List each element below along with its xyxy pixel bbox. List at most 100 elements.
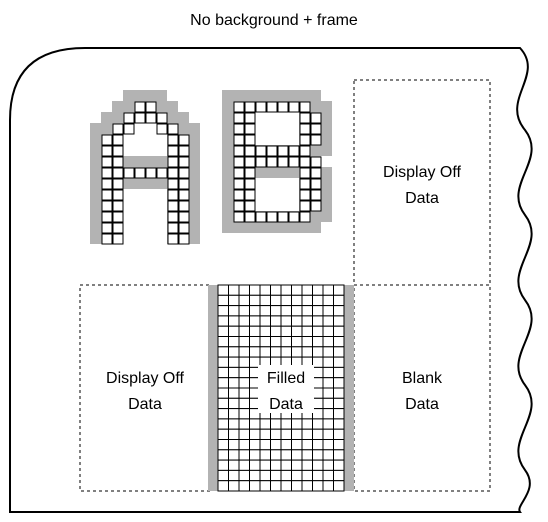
- filled-grid-cell: [238, 377, 250, 389]
- glyph-pixel-cell: [233, 101, 245, 113]
- glyph-shade-cell: [123, 156, 134, 167]
- filled-grid-cell: [270, 294, 282, 307]
- filled-grid-cell: [217, 469, 229, 482]
- glyph-shade-cell: [189, 200, 200, 211]
- filled-grid-cell: [301, 428, 313, 441]
- glyph-shade-cell: [244, 222, 255, 233]
- svg-text:Blank: Blank: [402, 370, 443, 387]
- glyph-pixel-cell: [288, 211, 300, 223]
- filled-grid-cell: [238, 397, 250, 410]
- filled-grid-cell: [259, 305, 271, 317]
- glyph-pixel-cell: [244, 156, 256, 168]
- filled-grid-cell: [291, 480, 303, 492]
- filled-grid-cell: [228, 315, 240, 327]
- filled-grid-cell: [301, 480, 313, 492]
- glyph-pixel-cell: [299, 167, 311, 179]
- glyph-pixel-cell: [244, 178, 256, 190]
- glyph-pixel-cell: [112, 145, 124, 157]
- filled-grid-cell: [291, 284, 303, 296]
- filled-grid-cell: [270, 449, 282, 461]
- filled-grid-cell: [322, 366, 334, 379]
- glyph-pixel-cell: [288, 156, 300, 168]
- filled-grid-cell: [249, 325, 261, 338]
- filled-grid-cell: [333, 366, 345, 379]
- filled-grid-cell: [228, 469, 240, 482]
- filled-grid-cell: [280, 336, 292, 348]
- filled-grid-cell: [312, 346, 324, 358]
- filled-grid-cell: [249, 428, 261, 441]
- filled-grid-cell: [322, 439, 334, 451]
- filled-grid-cell: [291, 294, 303, 307]
- filled-grid-cell: [312, 315, 324, 327]
- filled-column-right-edge: [344, 285, 354, 491]
- filled-grid-cell: [301, 469, 313, 482]
- glyph-shade-cell: [244, 90, 255, 101]
- svg-text:Filled: Filled: [267, 370, 305, 387]
- glyph-pixel-cell: [167, 178, 179, 190]
- filled-grid-cell: [291, 325, 303, 338]
- filled-grid-cell: [333, 428, 345, 441]
- glyph-pixel-cell: [233, 112, 245, 124]
- glyph-shade-cell: [321, 101, 332, 112]
- glyph-shade-cell: [321, 123, 332, 134]
- filled-grid-cell: [291, 305, 303, 317]
- glyph-shade-cell: [134, 156, 145, 167]
- glyph-pixel-cell: [277, 145, 289, 157]
- filled-grid-cell: [301, 439, 313, 451]
- glyph-pixel-cell: [112, 134, 124, 146]
- glyph-pixel-cell: [134, 167, 146, 179]
- glyph-shade-cell: [123, 178, 134, 189]
- filled-grid-cell: [238, 284, 250, 296]
- glyph-shade-cell: [134, 90, 145, 101]
- filled-grid-cell: [280, 305, 292, 317]
- filled-grid-cell: [217, 356, 229, 368]
- glyph-shade-cell: [90, 156, 101, 167]
- glyph-pixel-cell: [310, 156, 322, 168]
- glyph-shade-cell: [222, 222, 233, 233]
- glyph-pixel-cell: [277, 156, 289, 168]
- glyph-shade-cell: [90, 200, 101, 211]
- filled-grid-cell: [280, 418, 292, 430]
- filled-grid-cell: [217, 366, 229, 379]
- filled-grid-cell: [312, 469, 324, 482]
- filled-grid-cell: [270, 428, 282, 441]
- glyph-pixel-cell: [167, 189, 179, 201]
- glyph-pixel-cell: [244, 145, 256, 157]
- glyph-pixel-cell: [233, 145, 245, 157]
- glyph-pixel-cell: [244, 101, 256, 113]
- svg-text:Display Off: Display Off: [106, 370, 185, 387]
- filled-grid-cell: [322, 459, 334, 471]
- filled-grid-cell: [238, 366, 250, 379]
- filled-grid-cell: [249, 449, 261, 461]
- filled-data-column: [208, 284, 354, 492]
- filled-grid-cell: [228, 356, 240, 368]
- glyph-shade-cell: [222, 156, 233, 167]
- svg-text:Data: Data: [269, 396, 303, 413]
- glyph-pixel-cell: [277, 101, 289, 113]
- glyph-pixel-cell: [178, 134, 190, 146]
- glyph-shade-cell: [288, 222, 299, 233]
- glyph-pixel-cell: [288, 145, 300, 157]
- filled-grid-cell: [249, 418, 261, 430]
- glyph-pixel-cell: [233, 134, 245, 146]
- filled-grid-cell: [280, 480, 292, 492]
- filled-grid-cell: [238, 325, 250, 338]
- glyph-pixel-cell: [145, 167, 157, 179]
- filled-grid-cell: [228, 336, 240, 348]
- filled-grid-cell: [228, 294, 240, 307]
- filled-grid-cell: [333, 469, 345, 482]
- filled-grid-cell: [312, 418, 324, 430]
- filled-grid-cell: [312, 377, 324, 389]
- filled-grid-cell: [333, 377, 345, 389]
- filled-grid-cell: [280, 459, 292, 471]
- glyph-pixel-cell: [101, 156, 113, 168]
- filled-grid-cell: [238, 418, 250, 430]
- filled-grid-cell: [333, 397, 345, 410]
- glyph-shade-cell: [321, 134, 332, 145]
- filled-grid-cell: [333, 346, 345, 358]
- filled-grid-cell: [249, 284, 261, 296]
- filled-grid-cell: [259, 418, 271, 430]
- glyph-pixel-cell: [178, 145, 190, 157]
- glyph-pixel-cell: [299, 112, 311, 124]
- glyph-shade-cell: [134, 178, 145, 189]
